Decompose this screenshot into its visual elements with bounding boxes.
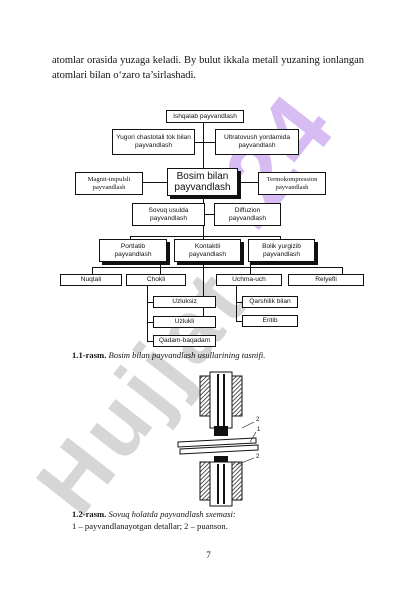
node-qadam-baqadam: Qadam-baqadam [153,335,216,347]
schematic-label-mid: 1 [257,427,261,433]
caption-1-number: 1.1-rasm. [72,350,107,360]
node-uzlukli: Uzlukli [153,316,216,328]
node-nuqtali: Nuqtali [60,274,122,286]
node-eritib: Eritib [242,315,298,327]
node-relyefli: Relyefli [288,274,364,286]
caption-2-text: Sovuq holatda payvandlash sxemasi: [108,509,236,519]
node-termokompression: Termokompression payvandlash [258,172,326,195]
caption-figure-1-2: 1.2-rasm. Sovuq holatda payvandlash sxem… [72,509,236,520]
node-ishqalab: Ishqalab payvandlash [166,110,244,123]
schematic-label-top: 2 [256,417,260,423]
node-portlatib: Portlatib payvandlash [99,239,167,262]
node-ultratovush: Ultratovush yordamida payvandlash [215,129,299,155]
body-paragraph: atomlar orasida yuzaga keladi. By bulut … [52,55,364,81]
node-uchma-uch: Uchma-uch [216,274,282,286]
node-sovuq-usulda: Sovuq usulda payvandlash [132,203,205,226]
node-magnit-impulsli: Magnit-impulsli payvandlash [75,172,143,195]
node-uzluksiz: Uzluksiz [153,296,216,308]
node-diffuzion: Diffuzion payvandlash [214,203,281,226]
schematic-label-bottom: 2 [256,454,260,460]
node-qarshilik-bilan: Qarshilik bilan [242,296,298,308]
caption-2-number: 1.2-rasm. [72,509,107,519]
node-bosim-bilan: Bosim bilan payvandlash [167,168,238,196]
node-chokli: Chokli [126,274,186,286]
node-yugori-chastotali: Yugori chastotali tok bilan payvandlash [112,129,195,155]
node-bolik-yurgizib: Bolik yurgizib payvandlash [248,239,315,262]
caption-2-legend: 1 – payvandlanayotgan detallar; 2 – puan… [72,521,228,531]
cold-welding-schematic [177,371,259,507]
caption-1-text: Bosim bilan payvandlash usullarining tas… [108,350,266,360]
page-number: 7 [206,550,211,560]
caption-figure-1-1: 1.1-rasm. Bosim bilan payvandlash usulla… [72,350,265,361]
node-kontaktli: Kontaktli payvandlash [174,239,241,262]
